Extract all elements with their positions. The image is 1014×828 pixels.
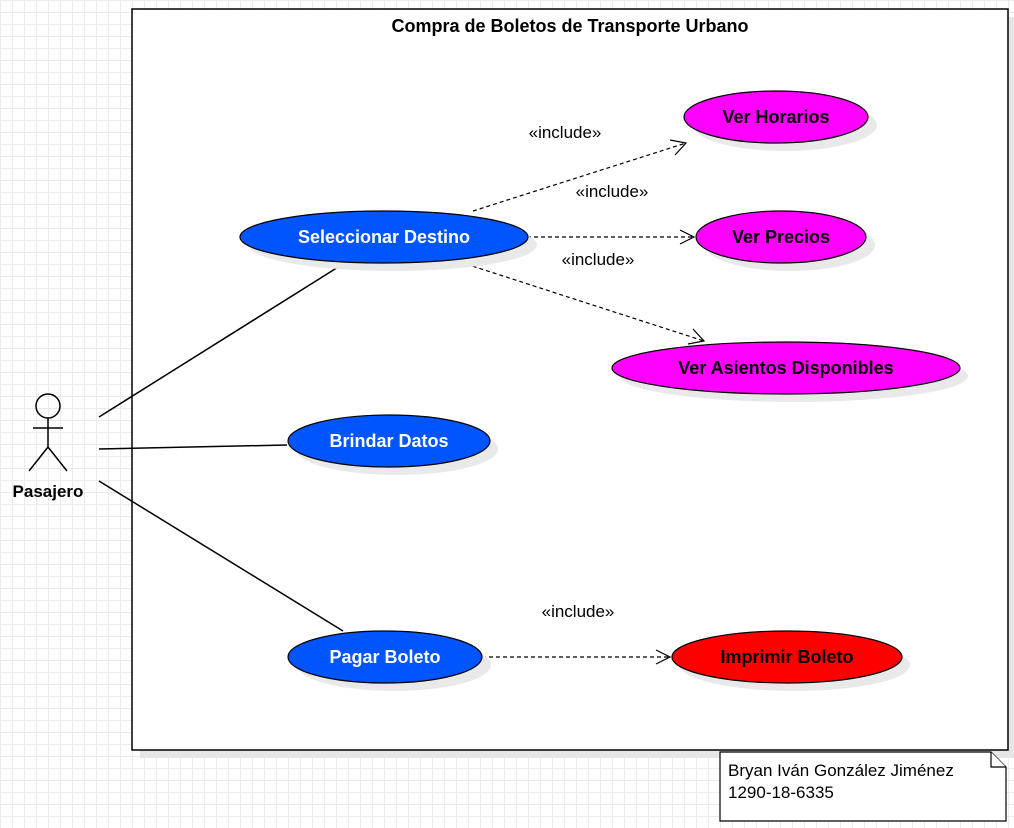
use-case-label: Ver Asientos Disponibles	[678, 358, 893, 378]
association-brindar-datos	[98, 444, 288, 450]
use-case-label: Brindar Datos	[329, 431, 448, 451]
use-case-label: Ver Precios	[732, 227, 830, 247]
use-case-ellipse	[683, 90, 869, 144]
actor-pasajero[interactable]: Pasajero	[13, 393, 84, 501]
use-case-label: Pagar Boleto	[329, 647, 440, 667]
use-case-ellipse	[611, 341, 961, 395]
use-case-pagar-boleto[interactable]: Pagar Boleto	[287, 630, 491, 691]
association-seleccionar-destino	[98, 263, 344, 418]
include-label-horarios: «include»	[529, 123, 602, 142]
note-author-name: Bryan Iván González Jiménez	[728, 761, 954, 780]
use-case-brindar-datos[interactable]: Brindar Datos	[287, 414, 498, 475]
use-case-seleccionar-destino[interactable]: Seleccionar Destino	[239, 210, 537, 271]
use-case-label: Ver Horarios	[722, 107, 829, 127]
use-case-ellipse	[287, 414, 491, 468]
include-ver-asientos	[465, 263, 706, 345]
include-label-precios: «include»	[576, 182, 649, 201]
system-title: Compra de Boletos de Transporte Urbano	[391, 16, 748, 36]
actor-label: Pasajero	[13, 482, 84, 501]
arrowhead	[669, 139, 688, 156]
actor-left-leg	[28, 446, 49, 472]
use-case-label: Imprimir Boleto	[720, 647, 853, 667]
use-case-ellipse	[287, 630, 483, 684]
include-label-imprimir: «include»	[542, 602, 615, 621]
note-body	[719, 751, 1007, 822]
include-line	[472, 142, 687, 212]
include-imprimir-boleto	[482, 649, 672, 665]
use-case-ellipse	[671, 630, 903, 684]
use-case-label: Seleccionar Destino	[298, 227, 470, 247]
arrowhead	[679, 229, 696, 245]
include-ver-horarios	[472, 139, 688, 212]
association-pagar-boleto	[98, 480, 344, 632]
use-case-ver-asientos-disponibles[interactable]: Ver Asientos Disponibles	[611, 341, 968, 402]
use-case-ellipse	[239, 210, 529, 264]
note-student-id: 1290-18-6335	[728, 783, 834, 802]
use-case-ver-horarios[interactable]: Ver Horarios	[683, 90, 877, 151]
note-folded-corner	[990, 752, 1006, 768]
actor-head	[35, 393, 61, 419]
use-case-imprimir-boleto[interactable]: Imprimir Boleto	[671, 630, 910, 691]
actor-right-leg	[47, 446, 68, 472]
use-case-ver-precios[interactable]: Ver Precios	[695, 210, 875, 271]
use-case-ellipse	[695, 210, 867, 264]
include-label-asientos: «include»	[562, 250, 635, 269]
arrowhead	[687, 328, 706, 345]
author-note: Bryan Iván González Jiménez 1290-18-6335	[719, 751, 1007, 822]
include-ver-precios	[527, 229, 696, 245]
arrowhead	[655, 649, 672, 665]
